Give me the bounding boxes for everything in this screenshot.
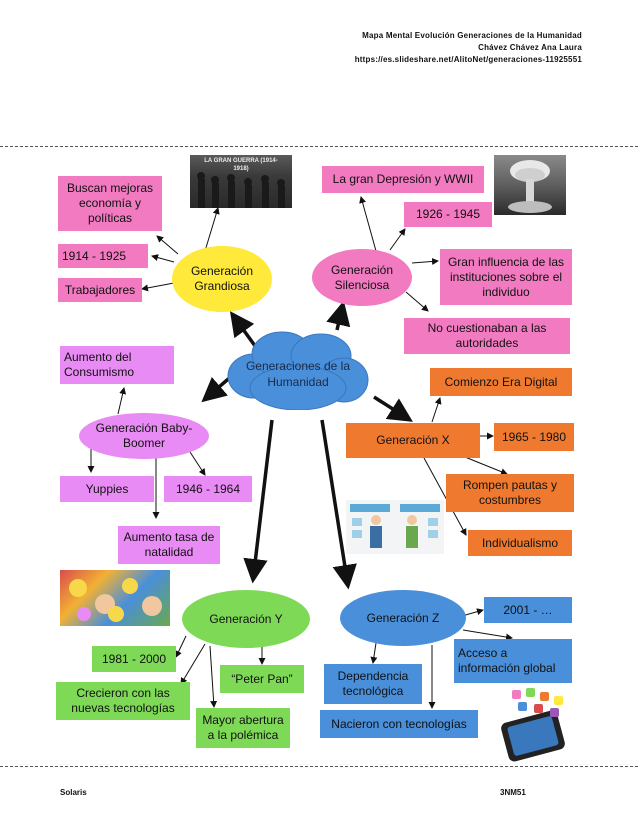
grandiosa-box-2: 1914 - 1925 (58, 244, 148, 268)
node-geny: Generación Y (182, 590, 310, 648)
arrow-to-genx (373, 395, 413, 422)
footer-right: 3NM51 (500, 788, 526, 797)
geny-box-4: Mayor abertura a la polémica (196, 708, 290, 748)
mushroom-cloud-icon (508, 160, 552, 213)
arrow-silenciosa-b4 (405, 291, 429, 312)
silenciosa-box-2: 1926 - 1945 (404, 202, 492, 227)
genx-box-4: Individualismo (468, 530, 572, 556)
arrow-grandiosa-b2 (151, 254, 175, 263)
arrow-grandiosa-photo (204, 207, 220, 252)
node-silenciosa: Generación Silenciosa (312, 249, 412, 306)
arrow-silenciosa-b2 (389, 228, 406, 251)
genz-box-4: Nacieron con tecnologías (320, 710, 478, 738)
genx-box-3: Rompen pautas y costumbres (446, 474, 574, 512)
boomer-box-1: Aumento del Consumismo (60, 346, 174, 384)
footer-left: Solaris (60, 788, 87, 797)
smartphone-icon (501, 688, 565, 762)
geny-box-3: Crecieron con las nuevas tecnologías (56, 682, 190, 720)
geny-box-2: “Peter Pan” (220, 665, 304, 693)
arrow-genx-b1 (431, 397, 442, 423)
header-author: Chávez Chávez Ana Laura (478, 43, 582, 52)
great-war-photo: LA GRAN GUERRA (1914-1918) (190, 155, 292, 208)
arrow-to-geny (243, 419, 274, 584)
document-header: Mapa Mental Evolución Generaciones de la… (355, 30, 582, 66)
genz-box-1: 2001 - … (484, 597, 572, 623)
boomer-box-4: Aumento tasa de natalidad (118, 526, 220, 564)
silenciosa-box-4: No cuestionaban a las autoridades (404, 318, 570, 354)
arrow-grandiosa-b3 (141, 282, 175, 292)
silenciosa-box-3: Gran influencia de las instituciones sob… (440, 249, 572, 305)
arrow-to-grandiosa (229, 311, 260, 352)
genx-illustration (346, 500, 444, 554)
smartphone-apps-illustration (490, 686, 574, 762)
genz-box-3: Dependencia tecnológica (324, 664, 422, 704)
node-genx: Generación X (346, 423, 480, 458)
soldiers-silhouette-icon (197, 172, 285, 208)
genx-box-1: Comienzo Era Digital (430, 368, 572, 396)
arrow-genz-b2 (462, 629, 513, 641)
arrow-silenciosa-b1 (359, 196, 377, 252)
geny-collage-photo (60, 570, 170, 626)
top-divider (0, 146, 638, 147)
silenciosa-box-1: La gran Depresión y WWII (322, 166, 484, 193)
genz-box-2: Acceso a información global (454, 639, 572, 683)
great-war-caption: LA GRAN GUERRA (1914-1918) (204, 158, 278, 172)
header-source: https://es.slideshare.net/AlitoNet/gener… (354, 55, 582, 64)
boomer-box-2: Yuppies (60, 476, 154, 502)
arrow-genx-b4 (423, 457, 467, 536)
genx-box-2: 1965 - 1980 (494, 423, 574, 451)
arrow-genx-b3 (459, 454, 508, 475)
node-boomer: Generación Baby-Boomer (79, 413, 209, 459)
smiley-faces-icon (69, 578, 162, 622)
geny-box-1: 1981 - 2000 (92, 646, 176, 672)
arrow-to-genz (320, 419, 357, 590)
center-label: Generaciones de la Humanidad (245, 359, 351, 389)
arrow-genz-b3 (370, 642, 378, 664)
boomer-box-3: 1946 - 1964 (164, 476, 252, 502)
node-genz: Generación Z (340, 590, 466, 646)
arrow-boomer-b3 (189, 451, 206, 476)
arrow-grandiosa-b1 (156, 235, 179, 255)
central-cloud (227, 331, 369, 410)
atomic-bomb-photo (494, 155, 566, 215)
grandiosa-box-3: Trabajadores (58, 278, 142, 302)
arrow-silenciosa-b3 (411, 257, 439, 265)
arrow-geny-b1 (175, 635, 187, 658)
bottom-divider (0, 766, 638, 767)
arrow-boomer-b1 (117, 387, 127, 415)
grandiosa-box-1: Buscan mejoras economía y políticas (58, 176, 162, 231)
people-comparison-icon (350, 504, 440, 548)
arrow-geny-b4 (209, 645, 218, 708)
node-grandiosa: Generación Grandiosa (172, 246, 272, 312)
arrow-geny-b3 (180, 643, 206, 685)
arrow-to-silenciosa (326, 300, 351, 331)
header-title: Mapa Mental Evolución Generaciones de la… (362, 31, 582, 40)
